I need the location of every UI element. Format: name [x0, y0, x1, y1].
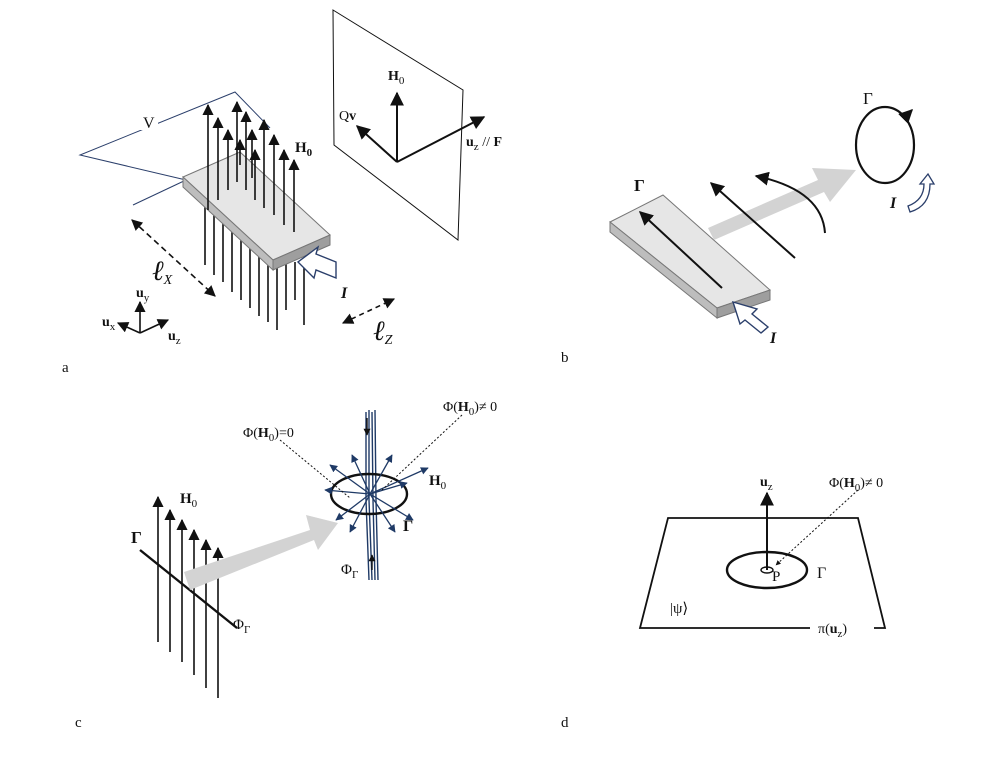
loop-current-arrow [907, 172, 936, 213]
panel-a: V [62, 9, 502, 376]
gamma-label-d: Γ [817, 565, 826, 582]
current-label-loop: I [889, 195, 897, 212]
plane-vectors [355, 91, 486, 163]
voltage-label: V [143, 115, 155, 132]
current-label-b: I [769, 330, 777, 347]
gamma-left-label: Γ [634, 176, 645, 195]
gamma-right-label: Γ [863, 89, 873, 108]
gamma-left-label-c: Γ [131, 528, 142, 547]
gamma-right-label-c: Γ [403, 518, 413, 535]
axis-uy-label: uy [136, 286, 150, 304]
radial-field-vectors [324, 454, 429, 533]
plane-pi [638, 517, 887, 629]
conductor-slab [182, 151, 331, 272]
panel-d: uz Φ(H0)≠ 0 P Γ |ψ⟩ π(uz) d [561, 475, 887, 731]
length-z-arrow [341, 298, 396, 324]
panel-label-a: a [62, 360, 69, 376]
current-arrow [296, 245, 337, 280]
field-label-H0: H0 [295, 140, 313, 159]
panel-label-d: d [561, 715, 569, 731]
axis-uz-label-d: uz [760, 475, 773, 493]
rotated-line [709, 182, 796, 259]
flux-nonzero-label-c: Φ(H0)≠ 0 [443, 400, 497, 418]
flux-nonzero-label-d: Φ(H0)≠ 0 [829, 476, 883, 494]
field-lines-upper [202, 100, 300, 232]
gamma-line-c [139, 549, 238, 629]
panel-b: Γ I Γ I b [561, 89, 936, 366]
plane-qv-label: Qv [339, 109, 356, 124]
panel-c: H0 Γ ΦΓ [75, 400, 497, 731]
plane-uz-f-label: uz // F [466, 135, 502, 153]
transition-arrow-c [184, 515, 338, 590]
current-label: I [340, 285, 348, 302]
current-arrow-b [731, 300, 770, 334]
flux-zero-label: Φ(H0)=0 [243, 426, 294, 444]
axis-ux-label: ux [102, 315, 116, 333]
slab-current-line [638, 211, 723, 289]
field-label-c: H0 [180, 491, 198, 510]
length-z-label: ℓZ [373, 316, 393, 348]
flux-left-label: ΦΓ [233, 617, 250, 636]
plane-label: π(uz) [818, 622, 847, 640]
axis-uz-label: uz [168, 329, 181, 347]
flux-right-label: ΦΓ [341, 562, 358, 581]
length-x-label: ℓX [152, 256, 173, 288]
force-plane [332, 9, 464, 241]
length-x-arrow [131, 219, 216, 297]
field-right-label-c: H0 [429, 473, 447, 492]
panel-label-b: b [561, 350, 569, 366]
voltage-wire-lower [132, 179, 187, 206]
field-lines-c [152, 495, 224, 698]
rotation-arc [754, 171, 826, 234]
state-label: |ψ⟩ [670, 601, 688, 617]
loop-gamma [854, 105, 916, 185]
coordinate-axes [116, 300, 170, 334]
point-P-label: P [772, 569, 780, 585]
transition-arrow-b [708, 168, 856, 240]
plane-field-label: H0 [388, 69, 405, 87]
panel-label-c: c [75, 715, 82, 731]
flux-bundle [365, 409, 379, 581]
